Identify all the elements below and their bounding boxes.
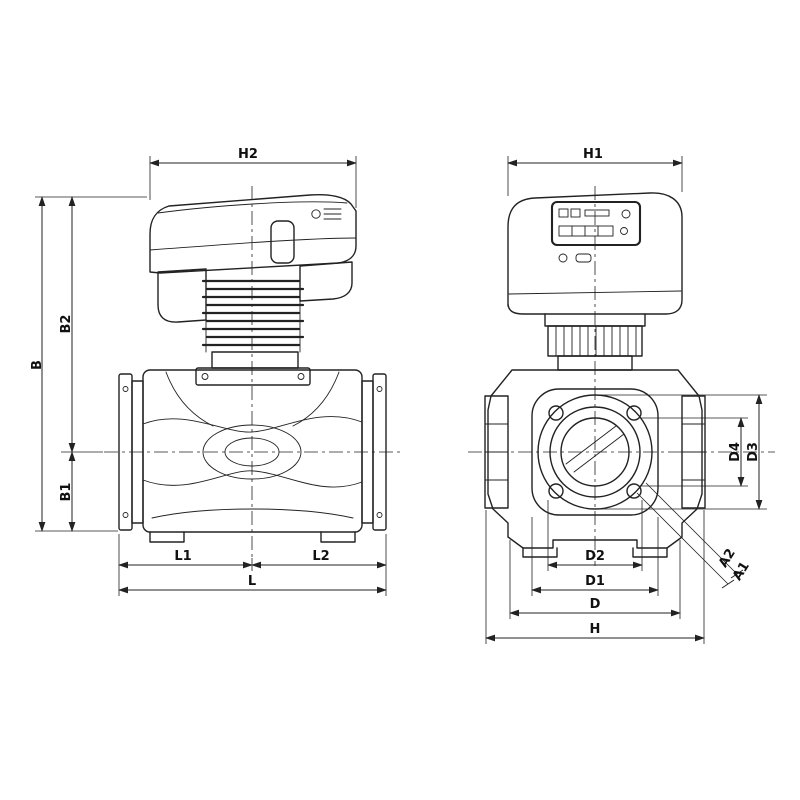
dim-label-d1: D1: [585, 574, 605, 589]
cooling-coil: [201, 279, 305, 347]
dim-label-l1: L1: [174, 549, 191, 564]
dim-label-a1: A1: [730, 559, 753, 583]
centerlines-front: [468, 186, 775, 566]
pump-neck: [211, 351, 299, 369]
mounting-flange: [195, 367, 311, 386]
display-icons: [558, 208, 631, 237]
dim-label-l: L: [248, 574, 256, 589]
control-buttons: [558, 253, 592, 263]
dim-label-h1: H1: [583, 147, 603, 162]
head-clip-detail: [270, 220, 295, 264]
front-foot-left: [522, 547, 558, 558]
dim-label-d2: D2: [585, 549, 605, 564]
foot-left: [149, 531, 185, 543]
dim-label-d: D: [590, 597, 601, 612]
bolt-pitch-leaders: A2 A1: [636, 482, 753, 589]
front-foot-right: [632, 547, 668, 558]
dimensions-side: H2 B B2 B1 L1 L2 L: [30, 147, 387, 596]
dim-label-b1: B1: [59, 483, 74, 502]
centerlines-side: [104, 186, 402, 558]
volute-body-side: [142, 367, 363, 543]
foot-right: [320, 531, 356, 543]
bolt-holes: [548, 405, 642, 499]
dim-label-d4: D4: [728, 442, 743, 462]
dim-label-h: H: [590, 622, 601, 637]
control-head-side: [149, 193, 357, 274]
motor-section-side: [157, 261, 353, 369]
dim-label-b: B: [30, 360, 45, 370]
shaft-detail: [565, 425, 625, 473]
side-view: H2 B B2 B1 L1 L2 L: [30, 147, 402, 596]
dim-label-l2: L2: [312, 549, 329, 564]
dim-label-h2: H2: [238, 147, 258, 162]
dimensions-front: H1 D4 D3 D2 D1 D H: [485, 147, 767, 644]
front-view: A2 A1 H1 D4 D3 D2 D1: [468, 147, 775, 644]
dim-label-b2: B2: [59, 315, 74, 334]
brand-mark-icon: [311, 208, 342, 220]
dim-label-d3: D3: [746, 442, 761, 462]
display-panel: [550, 200, 642, 247]
